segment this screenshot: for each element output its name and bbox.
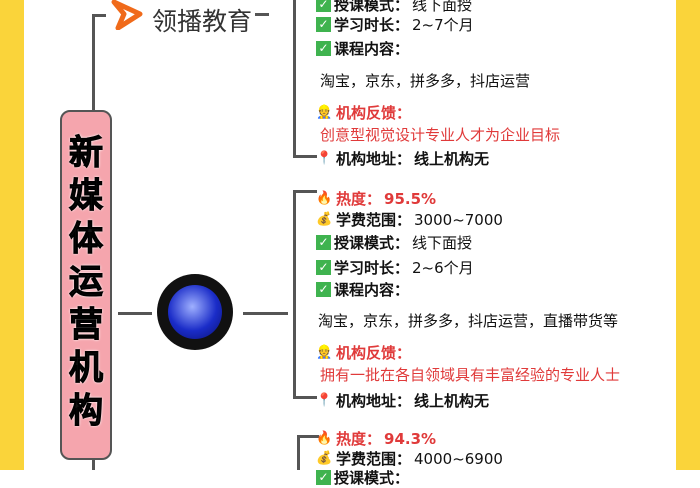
root-char: 营	[69, 305, 104, 346]
label: 授课模式：	[334, 0, 410, 14]
label: 机构反馈：	[336, 344, 412, 362]
label: 热度：	[336, 430, 382, 448]
connector	[92, 14, 95, 110]
feedback-value: 拥有一批在各自领域具有丰富经验的专业人士	[320, 366, 621, 384]
root-char: 构	[69, 391, 104, 432]
bracket	[293, 190, 296, 398]
value: 2~7个月	[412, 16, 474, 34]
value: 95.5%	[384, 189, 437, 208]
content-value: 淘宝，京东，拼多多，抖店运营，直播带货等	[318, 312, 619, 330]
money-bag-icon: 💰	[316, 212, 333, 227]
value: 3000~7000	[414, 210, 503, 229]
bracket	[297, 435, 319, 438]
root-char: 体	[69, 219, 104, 260]
bracket	[293, 190, 317, 193]
value: 线下面授	[412, 234, 473, 252]
root-char: 新	[69, 133, 104, 174]
connector	[255, 13, 269, 16]
check-icon: ✓	[316, 470, 331, 485]
bracket	[293, 155, 317, 158]
check-icon: ✓	[316, 41, 331, 56]
location-pin-icon: 📍	[316, 151, 333, 166]
label: 热度：	[336, 190, 382, 208]
lingbo-logo-icon	[111, 0, 143, 30]
bracket	[293, 0, 296, 157]
location-pin-icon: 📍	[316, 393, 333, 408]
left-border	[0, 0, 24, 470]
value: 4000~6900	[414, 449, 503, 468]
label: 学费范围：	[336, 211, 412, 229]
content-value: 淘宝，京东，拼多多，抖店运营	[320, 72, 531, 90]
label: 学习时长：	[334, 16, 410, 34]
check-icon: ✓	[316, 235, 331, 250]
feedback-person-icon: 👷	[316, 105, 333, 120]
check-icon: ✓	[316, 282, 331, 297]
root-node: 新 媒 体 运 营 机 构	[60, 110, 112, 460]
label: 课程内容：	[334, 281, 410, 299]
bracket	[297, 435, 300, 470]
right-border	[676, 0, 700, 470]
org1-name: 领播教育	[152, 7, 253, 36]
value: 线上机构无	[414, 150, 490, 168]
root-char: 运	[69, 262, 104, 303]
connector	[92, 460, 95, 470]
label: 学费范围：	[336, 450, 412, 468]
label: 课程内容：	[334, 40, 410, 58]
connector	[92, 14, 106, 17]
check-icon: ✓	[316, 260, 331, 275]
label: 机构地址：	[336, 392, 412, 410]
label: 机构地址：	[336, 150, 412, 168]
connector	[243, 312, 288, 315]
root-char: 机	[69, 348, 104, 389]
org2-seal-logo	[157, 274, 233, 350]
label: 学习时长：	[334, 259, 410, 277]
value: 2~6个月	[412, 259, 474, 277]
feedback-value: 创意型视觉设计专业人才为企业目标	[320, 126, 561, 144]
feedback-person-icon: 👷	[316, 345, 333, 360]
connector	[118, 312, 152, 315]
label: 授课模式：	[334, 234, 410, 252]
bracket	[293, 396, 317, 399]
value: 线下面授	[412, 0, 473, 14]
money-bag-icon: 💰	[316, 451, 333, 466]
root-char: 媒	[69, 176, 104, 217]
value: 线上机构无	[414, 392, 490, 410]
fire-icon: 🔥	[316, 191, 333, 206]
label: 授课模式：	[334, 469, 410, 487]
check-icon: ✓	[316, 0, 331, 12]
value: 94.3%	[384, 429, 437, 448]
fire-icon: 🔥	[316, 431, 333, 446]
check-icon: ✓	[316, 17, 331, 32]
label: 机构反馈：	[336, 104, 412, 122]
